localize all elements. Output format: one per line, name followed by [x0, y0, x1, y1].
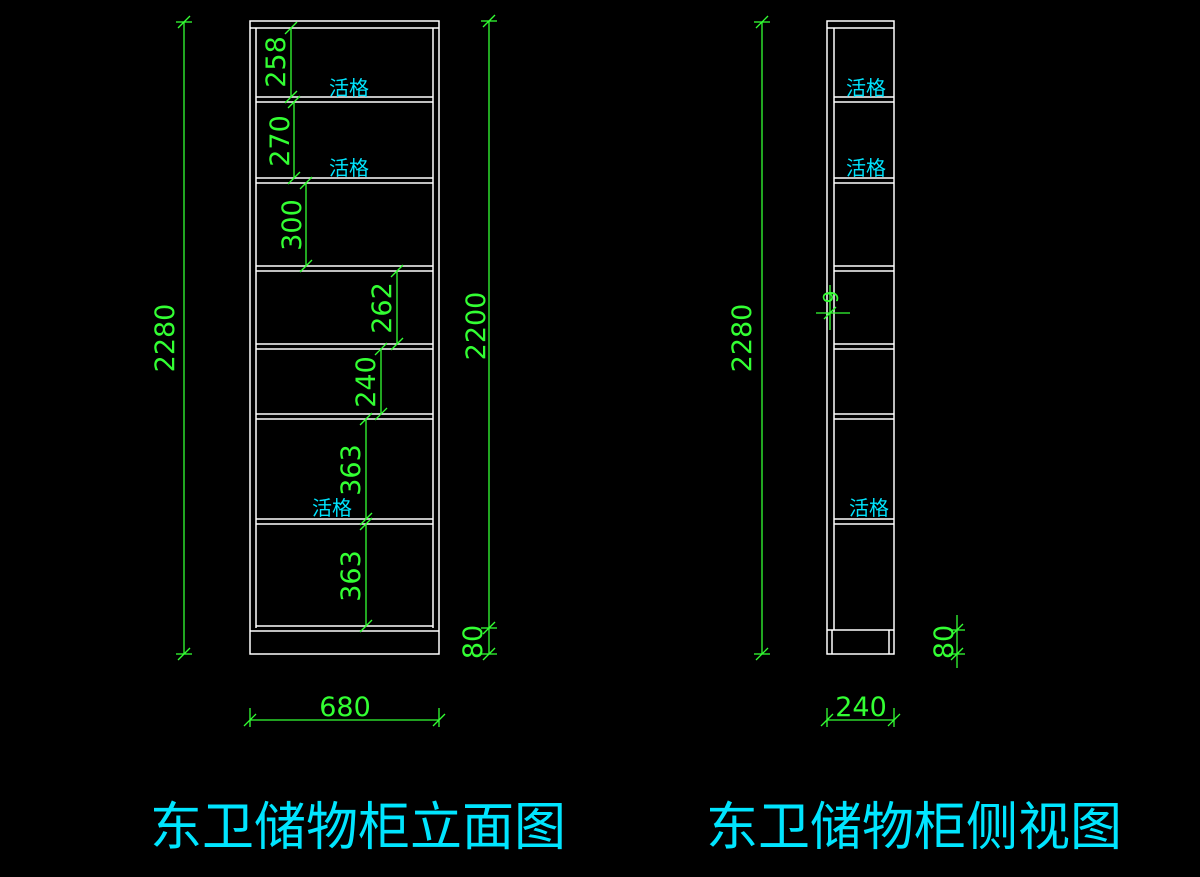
svg-text:262: 262 [367, 282, 398, 334]
svg-text:240: 240 [351, 356, 382, 408]
elevation-inner-height-label: 2200 [461, 292, 492, 361]
elevation-shelf [256, 177, 433, 184]
side-shelf [834, 265, 894, 272]
elevation-shelf [256, 343, 433, 350]
adjustable-shelf-label: 活格 [846, 156, 886, 180]
side-overall-height-label: 2280 [727, 304, 758, 373]
compartment-dimension: 270 [265, 95, 301, 185]
compartment-dimension: 363 [336, 517, 373, 633]
side-overall-height-dimension: 2280 [727, 15, 770, 661]
adjustable-shelf-label: 活格 [846, 76, 886, 100]
elevation-shelf [256, 413, 433, 420]
elevation-shelf [256, 265, 433, 272]
elevation-overall-height-dimension: 2280 [150, 15, 192, 661]
svg-text:363: 363 [336, 444, 367, 496]
side-view-title: 东卫储物柜侧视图 [706, 798, 1122, 858]
compartment-dimension: 363 [336, 412, 373, 526]
side-base-height-label: 80 [929, 625, 960, 659]
compartment-dimension: 300 [277, 176, 313, 273]
svg-text:300: 300 [277, 199, 308, 251]
side-plinth [827, 629, 894, 654]
elevation-shelf [256, 518, 433, 525]
adjustable-shelf-label: 活格 [329, 156, 369, 180]
side-shelf [834, 343, 894, 350]
side-depth-label: 240 [835, 692, 887, 723]
svg-text:258: 258 [261, 36, 292, 88]
side-shelf [834, 413, 894, 420]
side-shelf [834, 518, 894, 525]
elevation-plinth [250, 625, 439, 632]
elevation-width-dimension: 680 [243, 692, 446, 727]
elevation-view-title: 东卫储物柜立面图 [150, 798, 566, 858]
elevation-cabinet-outline [249, 20, 440, 655]
side-shelf [834, 96, 894, 103]
side-base-height-dimension: 80 [929, 615, 965, 668]
elevation-base-height-dimension: 80 [458, 625, 497, 661]
side-cabinet-outline [826, 20, 895, 655]
elevation-width-label: 680 [319, 692, 371, 723]
elevation-inner-height-dimension: 2200 [461, 14, 497, 654]
elevation-base-height-label: 80 [458, 625, 489, 659]
side-panel-thickness-dimension: 9 [816, 285, 850, 330]
adjustable-shelf-label: 活格 [849, 496, 889, 520]
adjustable-shelf-label: 活格 [329, 76, 369, 100]
side-view: 2280 9 80 240 活格 活格 活格 [706, 15, 1122, 858]
compartment-dimension: 240 [351, 342, 388, 421]
side-shelf [834, 177, 894, 184]
elevation-view: 2280 2200 80 680 [150, 14, 566, 858]
compartment-dimension: 258 [261, 21, 298, 104]
compartment-dimension: 262 [367, 264, 404, 351]
adjustable-shelf-label: 活格 [312, 496, 352, 520]
side-small-dimension-label: 9 [819, 291, 843, 304]
side-depth-dimension: 240 [820, 692, 901, 727]
svg-text:270: 270 [265, 115, 296, 167]
elevation-overall-height-label: 2280 [150, 304, 181, 373]
svg-text:363: 363 [336, 550, 367, 602]
